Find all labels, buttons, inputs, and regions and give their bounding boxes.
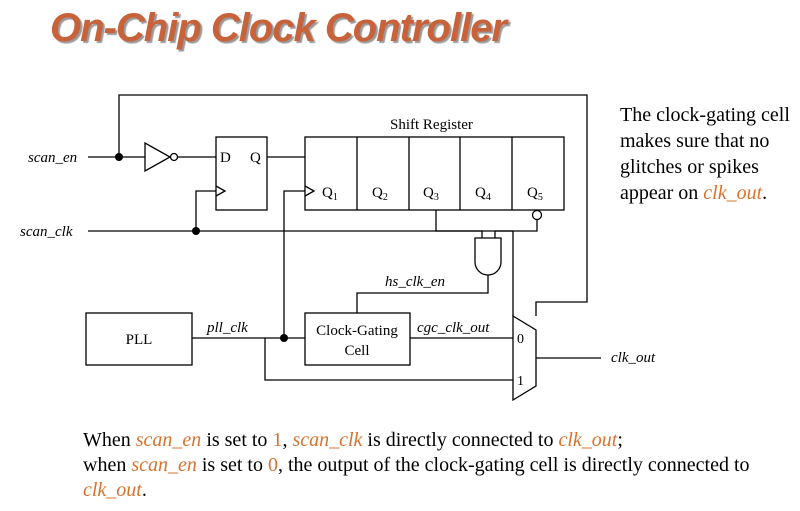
- junction-pll-clk: [280, 334, 288, 342]
- flipflop-d-label: D: [220, 150, 231, 166]
- shift-register-dividers: [356, 137, 513, 210]
- shiftreg-clock-triangle: [304, 185, 316, 197]
- bottom-note-part: ,: [282, 429, 293, 451]
- flipflop-q-label: Q: [250, 150, 261, 166]
- inverter: [144, 141, 172, 173]
- side-note-end: .: [762, 182, 768, 204]
- shift-register-cell-q2: Q2: [372, 185, 388, 203]
- slide-title: On-Chip Clock Controller: [50, 6, 507, 50]
- q5-inverted-bubble: [531, 209, 543, 221]
- q5-to-and-wire: [494, 220, 538, 238]
- hs-clk-en-label: hs_clk_en: [385, 274, 445, 290]
- shift-register-cell-q3: Q3: [423, 185, 439, 203]
- pll-label: PLL: [126, 332, 153, 348]
- pll-box: [85, 312, 193, 366]
- clk-out-label: clk_out: [611, 350, 656, 366]
- cgc-clk-out-label: cgc_clk_out: [417, 320, 490, 336]
- scan-clk-label: scan_clk: [20, 224, 73, 240]
- bottom-note-part: when: [83, 454, 132, 476]
- bottom-note-part: is set to: [201, 429, 273, 451]
- bottom-note-highlight: scan_clk: [292, 429, 363, 451]
- shift-register-cell-q4: Q4: [475, 185, 491, 203]
- bottom-note-part: ;: [617, 429, 623, 451]
- shift-register-cell-q1: Q1: [322, 185, 338, 203]
- flipflop-box: [215, 136, 268, 211]
- bottom-note-highlight: clk_out: [83, 479, 142, 501]
- shift-register-box: [304, 136, 565, 211]
- bottom-note-part: is set to: [196, 454, 268, 476]
- scan-clk-wire: [88, 230, 514, 316]
- pll-clk-to-mux-wire: [264, 338, 513, 381]
- bottom-note-highlight: scan_en: [131, 454, 197, 476]
- bottom-note: When scan_en is set to 1, scan_clk is di…: [83, 428, 793, 503]
- clock-controller-diagram: scan_en scan_clk pll_clk hs_clk_en cgc_c…: [20, 94, 656, 402]
- junction-scan-clk: [192, 227, 200, 235]
- side-note: The clock-gating cell makes sure that no…: [620, 102, 800, 206]
- pll-clk-to-shiftreg-wire: [283, 190, 305, 338]
- scan-clk-to-ff-wire: [195, 190, 216, 231]
- mux-input-0-label: 0: [517, 332, 524, 347]
- bottom-note-part: When: [83, 429, 136, 451]
- bottom-note-part: , the output of the clock-gating cell is…: [278, 454, 750, 476]
- scan-en-feedback-wire: [118, 94, 588, 316]
- bottom-note-part: .: [141, 479, 147, 501]
- bottom-note-highlight: scan_en: [135, 429, 202, 451]
- bottom-note-highlight: clk_out: [558, 429, 618, 451]
- side-note-text: The clock-gating cell makes sure that no…: [620, 104, 790, 204]
- inverter-bubble: [169, 152, 179, 162]
- side-note-highlight: clk_out: [703, 182, 763, 204]
- and-gate: [474, 237, 502, 276]
- shift-register-cell-q5: Q5: [527, 185, 543, 203]
- pll-clk-label: pll_clk: [206, 320, 248, 336]
- cgc-label-line1: Clock-Gating: [316, 323, 398, 339]
- q3-to-and-wire: [435, 210, 483, 238]
- scan-en-label: scan_en: [28, 150, 77, 166]
- bottom-note-part: is directly connected to: [362, 429, 559, 451]
- cgc-label-line2: Cell: [345, 343, 370, 359]
- flipflop-clock-triangle: [215, 185, 227, 197]
- clock-gating-cell-box: [304, 312, 411, 366]
- mux-input-1-label: 1: [517, 374, 524, 389]
- junction-scan-en: [115, 153, 123, 161]
- bottom-note-highlight: 1: [272, 429, 283, 451]
- hs-clk-en-wire: [356, 275, 489, 313]
- bottom-note-highlight: 0: [268, 454, 278, 476]
- shift-register-title: Shift Register: [390, 117, 473, 133]
- mux: [512, 314, 537, 402]
